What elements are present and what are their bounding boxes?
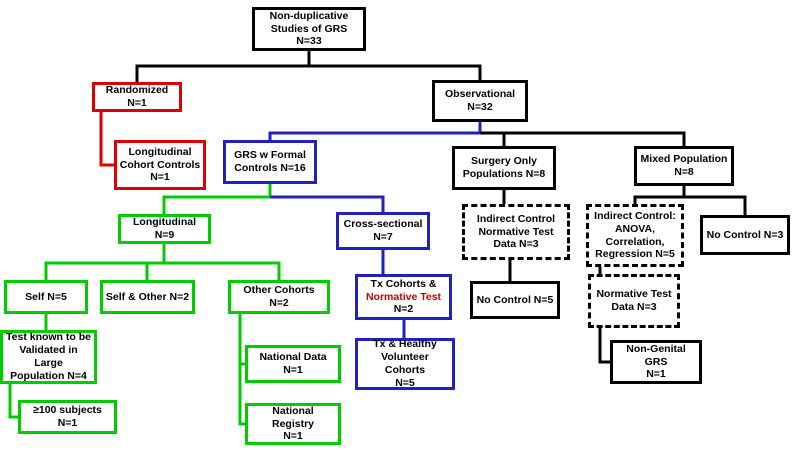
node-indirect-control-surgery: Indirect Control Normative Test Data N=3 xyxy=(462,204,570,260)
node-observational-label: Observational N=32 xyxy=(444,88,516,113)
connector-root-split xyxy=(135,64,482,82)
connector-grs-cross xyxy=(270,195,385,212)
node-cross-sectional-label: Cross-sectional N=7 xyxy=(343,218,423,243)
node-indirect-control-surgery-label: Indirect Control Normative Test Data N=3 xyxy=(476,212,556,251)
node-normative-test-data-label: Normative Test Data N=3 xyxy=(596,288,672,313)
node-grs-formal-controls-label: GRS w Formal Controls N=16 xyxy=(234,149,306,174)
node-self-and-other: Self & Other N=2 xyxy=(100,280,195,314)
node-surgery-only: Surgery Only Populations N=8 xyxy=(452,146,556,190)
node-longitudinal-cohort-controls-label: Longitudinal Cohort Controls N=1 xyxy=(119,145,201,184)
node-national-registry: National Registry N=1 xyxy=(245,403,341,445)
node-grs-formal-controls: GRS w Formal Controls N=16 xyxy=(223,140,317,184)
node-self: Self N=5 xyxy=(4,280,88,314)
node-mixed-population-label: Mixed Population N=8 xyxy=(640,153,728,178)
node-national-data: National Data N=1 xyxy=(245,345,341,383)
node-longitudinal: Longitudinal N=9 xyxy=(118,214,211,244)
node-randomized-label: Randomized N=1 xyxy=(105,84,169,109)
node-100-subjects-label: ≥100 subjects N=1 xyxy=(33,404,102,429)
node-root-label: Non-duplicative Studies of GRS N=33 xyxy=(269,9,349,48)
connector-randomized-longcohort xyxy=(99,112,114,167)
node-root: Non-duplicative Studies of GRS N=33 xyxy=(252,7,366,51)
node-tx-healthy-volunteer-label: Tx & Healthy Volunteer Cohorts N=5 xyxy=(373,338,437,389)
connector-observational-right xyxy=(480,131,686,146)
node-longitudinal-label: Longitudinal N=9 xyxy=(133,216,196,241)
node-other-cohorts-label: Other Cohorts N=2 xyxy=(243,284,315,309)
connector-testknown-subjects xyxy=(8,384,18,419)
node-randomized: Randomized N=1 xyxy=(92,82,182,112)
node-test-known-validated-label: Test known to be Validated in Large Popu… xyxy=(6,331,91,382)
connector-normative-nongenital xyxy=(598,328,610,364)
node-observational: Observational N=32 xyxy=(432,80,528,122)
node-national-registry-label: National Registry N=1 xyxy=(271,404,314,443)
node-no-control-5: No Control N=5 xyxy=(470,281,560,319)
node-self-and-other-label: Self & Other N=2 xyxy=(105,290,190,303)
node-tx-cohorts-normative: Tx Cohorts & Normative Test N=2 xyxy=(355,274,452,320)
connector-longitudinal-split xyxy=(44,261,281,280)
node-indirect-control-mixed-label: Indirect Control: ANOVA, Correlation, Re… xyxy=(594,209,676,261)
connector-observational-grs xyxy=(268,122,482,140)
node-other-cohorts: Other Cohorts N=2 xyxy=(228,280,330,314)
node-national-data-label: National Data N=1 xyxy=(259,351,327,376)
node-no-control-3: No Control N=3 xyxy=(700,215,790,255)
node-indirect-control-mixed: Indirect Control: ANOVA, Correlation, Re… xyxy=(586,204,684,267)
node-longitudinal-cohort-controls: Longitudinal Cohort Controls N=1 xyxy=(114,140,206,190)
node-cross-sectional: Cross-sectional N=7 xyxy=(336,212,430,250)
node-100-subjects: ≥100 subjects N=1 xyxy=(18,400,117,434)
node-self-label: Self N=5 xyxy=(25,290,67,303)
node-tx-cohorts-line3: N=2 xyxy=(393,303,414,316)
node-non-genital-grs: Non-Genital GRS N=1 xyxy=(610,340,702,384)
node-test-known-validated: Test known to be Validated in Large Popu… xyxy=(0,330,97,384)
node-tx-cohorts-line2: Normative Test xyxy=(365,290,442,303)
node-normative-test-data: Normative Test Data N=3 xyxy=(588,274,680,328)
node-no-control-3-label: No Control N=3 xyxy=(706,228,784,241)
node-no-control-5-label: No Control N=5 xyxy=(476,293,554,306)
node-mixed-population: Mixed Population N=8 xyxy=(634,146,734,186)
node-non-genital-grs-label: Non-Genital GRS N=1 xyxy=(626,342,686,381)
node-tx-cohorts-line1: Tx Cohorts & xyxy=(370,277,437,290)
node-tx-healthy-volunteer: Tx & Healthy Volunteer Cohorts N=5 xyxy=(355,338,455,390)
node-surgery-only-label: Surgery Only Populations N=8 xyxy=(462,155,546,180)
